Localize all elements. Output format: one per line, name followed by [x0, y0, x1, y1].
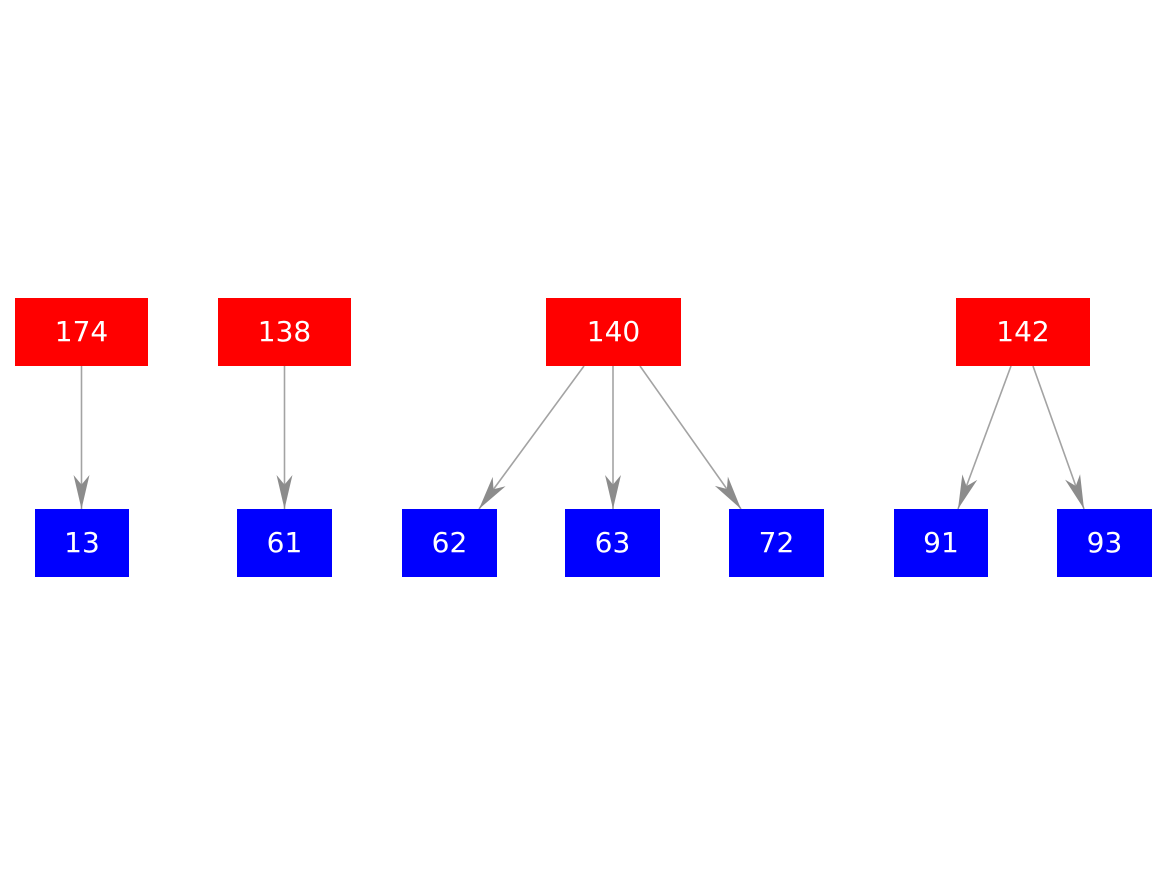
- graph-node-138: 138: [218, 298, 351, 366]
- graph-node-label: 142: [996, 315, 1050, 348]
- graph-node-13: 13: [35, 509, 129, 577]
- graph-node-93: 93: [1057, 509, 1152, 577]
- graph-node-91: 91: [894, 509, 988, 577]
- graph-node-174: 174: [15, 298, 148, 366]
- graph-node-label: 140: [586, 315, 641, 348]
- graph-node-142: 142: [956, 298, 1090, 366]
- graph-node-label: 93: [1086, 526, 1123, 559]
- graph-node-label: 174: [54, 315, 109, 348]
- graph-node-label: 72: [758, 526, 795, 559]
- graph-node-72: 72: [729, 509, 824, 577]
- graph-node-63: 63: [565, 509, 660, 577]
- edge-140-to-62: [478, 365, 585, 510]
- graph-node-62: 62: [402, 509, 497, 577]
- graph-node-label: 62: [431, 526, 468, 559]
- edge-142-to-93: [1032, 365, 1085, 510]
- graph-node-label: 138: [257, 315, 312, 348]
- graph-node-label: 13: [64, 526, 100, 559]
- graph-node-140: 140: [546, 298, 681, 366]
- edge-140-to-72: [639, 365, 742, 510]
- graph-node-61: 61: [237, 509, 332, 577]
- graph-node-label: 91: [923, 526, 959, 559]
- graph-node-label: 63: [594, 526, 631, 559]
- graph-node-label: 61: [266, 526, 303, 559]
- edge-142-to-91: [957, 365, 1012, 510]
